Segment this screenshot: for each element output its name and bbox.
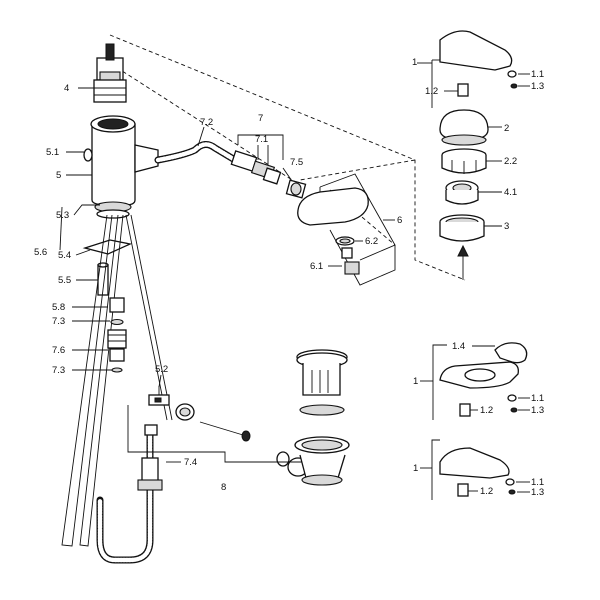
nut-part <box>285 179 307 199</box>
label-1-3-mid: 1.3 <box>531 405 544 416</box>
spout-hose <box>154 141 239 164</box>
drain-waste-part <box>294 349 350 486</box>
label-4: 4 <box>64 83 69 94</box>
mixer-body-part <box>83 115 159 219</box>
label-5-2: 5.2 <box>155 364 168 375</box>
label-8: 8 <box>221 482 226 493</box>
label-1-4: 1.4 <box>452 341 465 352</box>
label-5-6: 5.6 <box>34 247 47 258</box>
label-1-bot: 1 <box>413 463 418 474</box>
label-5-4: 5.4 <box>58 250 71 261</box>
nut-ring-part <box>439 214 485 242</box>
ring-part <box>441 148 487 174</box>
label-5-1: 5.1 <box>46 147 59 158</box>
label-6-1: 6.1 <box>310 261 323 272</box>
label-7-2: 7.2 <box>200 117 213 128</box>
label-7-6: 7.6 <box>52 345 65 356</box>
label-1-mid: 1 <box>413 376 418 387</box>
label-1-3-top: 1.3 <box>531 81 544 92</box>
lever-top-part <box>431 30 518 108</box>
label-5: 5 <box>56 170 61 181</box>
leader-lines <box>59 62 530 493</box>
connector-group <box>230 134 284 185</box>
label-3: 3 <box>504 221 509 232</box>
label-1-2-mid: 1.2 <box>480 405 493 416</box>
diverter-part <box>148 386 170 406</box>
bracket-part <box>82 239 133 296</box>
label-5-3: 5.3 <box>56 210 69 221</box>
label-1-top: 1 <box>412 57 417 68</box>
lever-bottom-part <box>431 439 516 500</box>
label-7-3-b: 7.3 <box>52 365 65 376</box>
label-7: 7 <box>258 113 263 124</box>
label-7-1: 7.1 <box>255 134 268 145</box>
label-4-1: 4.1 <box>504 187 517 198</box>
part-labels: 1 1.1 1.2 1.3 2 2.2 4.1 3 4 5.1 5 5.3 5.… <box>34 57 544 498</box>
cap-part <box>439 109 489 146</box>
insert-part <box>445 180 479 205</box>
label-1-2-top: 1.2 <box>425 86 438 97</box>
label-7-3-a: 7.3 <box>52 316 65 327</box>
label-1-1-bot: 1.1 <box>531 477 544 488</box>
lever-middle-part <box>432 342 528 420</box>
fittings <box>107 297 127 373</box>
label-7-4: 7.4 <box>184 457 197 468</box>
supply-tubes <box>61 214 173 547</box>
spray-head-part <box>297 173 396 286</box>
label-6: 6 <box>397 215 402 226</box>
assembly-arrow <box>457 244 469 280</box>
pull-out-hose <box>96 424 163 564</box>
cartridge-part <box>93 43 127 103</box>
label-7-5: 7.5 <box>290 157 303 168</box>
label-1-3-bot: 1.3 <box>531 487 544 498</box>
label-1-1-mid: 1.1 <box>531 393 544 404</box>
label-2-2: 2.2 <box>504 156 517 167</box>
label-6-2: 6.2 <box>365 236 378 247</box>
label-2: 2 <box>504 123 509 134</box>
label-5-5: 5.5 <box>58 275 71 286</box>
label-1-1-top: 1.1 <box>531 69 544 80</box>
label-5-8: 5.8 <box>52 302 65 313</box>
pop-up-rod-part <box>127 403 340 477</box>
label-1-2-bot: 1.2 <box>480 486 493 497</box>
